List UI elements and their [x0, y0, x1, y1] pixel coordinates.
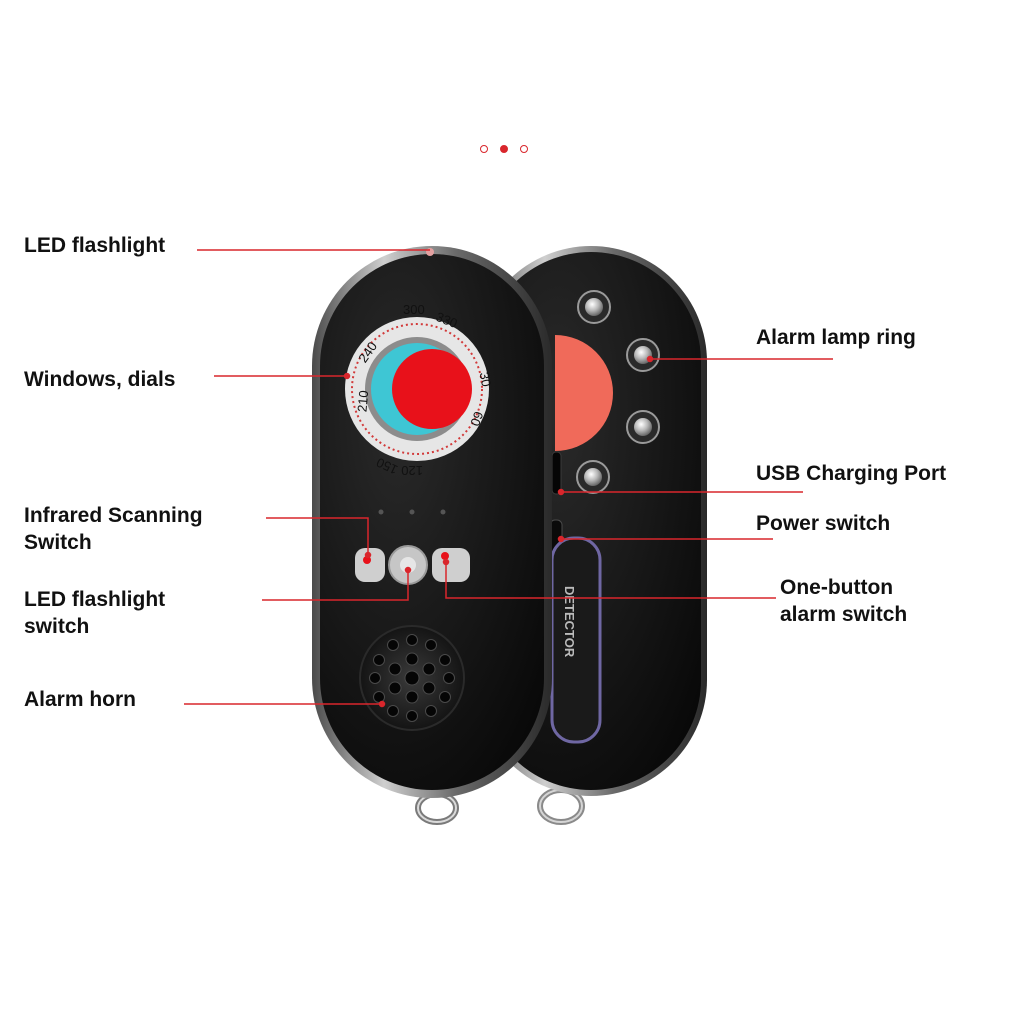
- infrared-scan-button: [355, 548, 385, 582]
- label-alarm-lamp-ring: Alarm lamp ring: [756, 326, 916, 349]
- label-infrared-line1: Infrared Scanning: [24, 504, 203, 527]
- front-device: 300 330 30 60 120 150 210 240: [312, 246, 552, 825]
- carousel-dot-3[interactable]: [520, 145, 528, 153]
- alarm-lamps: [576, 290, 660, 494]
- alarm-button: [432, 548, 470, 582]
- label-alarm-horn: Alarm horn: [24, 688, 137, 711]
- svg-text:210: 210: [354, 390, 371, 413]
- label-infrared-scanning-switch: Infrared Scanning Switch: [24, 502, 203, 556]
- label-power-switch: Power switch: [756, 512, 891, 535]
- callout-led-switch: [262, 570, 409, 601]
- callout-infrared: [266, 517, 369, 555]
- lens-red: [392, 349, 472, 429]
- led-flashlight-tip: [426, 248, 434, 256]
- indicator-led-1: [378, 509, 384, 515]
- label-led-switch-line2: switch: [24, 615, 90, 638]
- carousel-dot-2[interactable]: [500, 145, 508, 153]
- label-led-switch-line1: LED flashlight: [24, 588, 166, 611]
- label-led-flashlight-switch: LED flashlight switch: [24, 586, 165, 640]
- detector-text: DETECTOR: [562, 586, 577, 658]
- label-one-button-alarm-switch: One-button alarm switch: [780, 574, 907, 628]
- indicator-led-2: [409, 509, 415, 515]
- callout-lines: [184, 249, 833, 708]
- label-led-flashlight: LED flashlight: [24, 234, 166, 257]
- dial-ticks: [351, 323, 483, 455]
- svg-text:60: 60: [467, 409, 486, 428]
- label-usb-charging-port: USB Charging Port: [756, 462, 947, 485]
- svg-text:30: 30: [477, 371, 494, 388]
- indicator-led-3: [440, 509, 446, 515]
- label-infrared-line2: Switch: [24, 531, 92, 554]
- alarm-horn-grill: [359, 625, 465, 731]
- carousel-dot-1[interactable]: [480, 145, 488, 153]
- label-one-button-line1: One-button: [780, 576, 894, 599]
- svg-text:300: 300: [403, 302, 425, 317]
- svg-text:120: 120: [401, 463, 423, 478]
- back-red-window: [555, 335, 613, 451]
- label-windows-dials: Windows, dials: [24, 368, 176, 391]
- usb-port: [551, 451, 562, 495]
- callout-one-button: [445, 562, 776, 599]
- label-one-button-line2: alarm switch: [780, 603, 908, 626]
- carousel-pagination: [474, 140, 534, 160]
